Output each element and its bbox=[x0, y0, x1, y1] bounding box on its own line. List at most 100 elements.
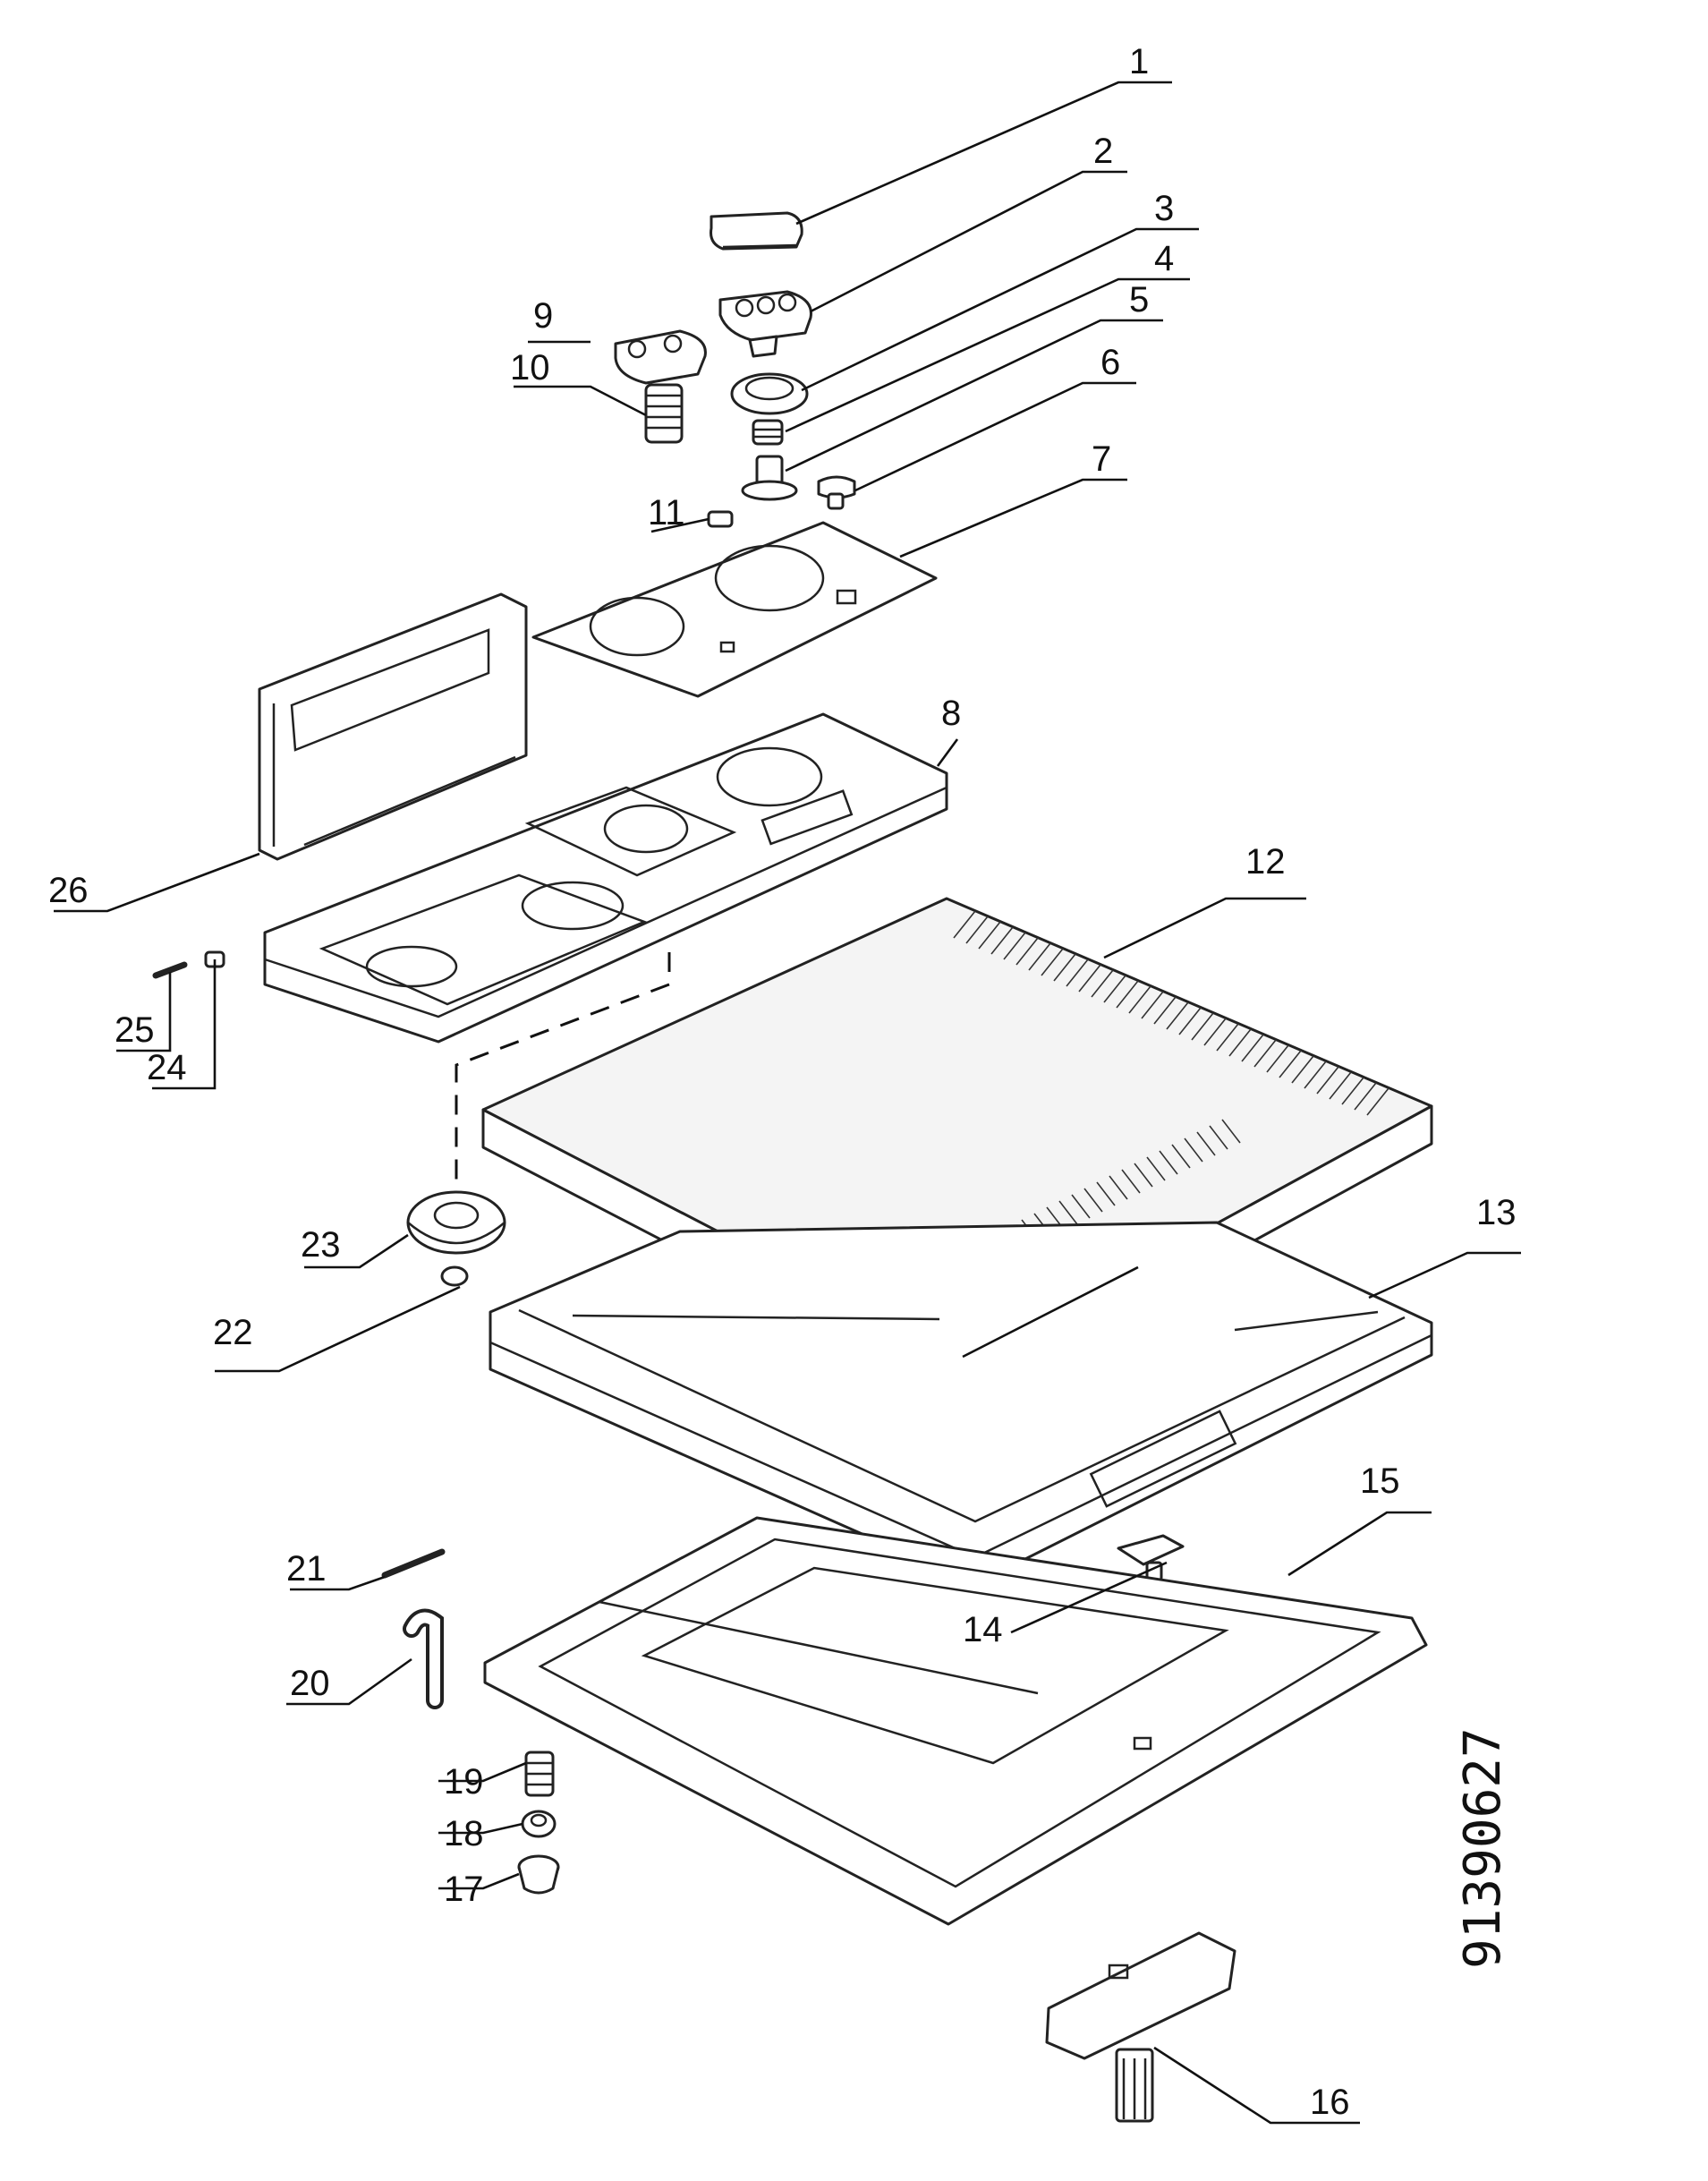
hatch-line bbox=[1103, 975, 1126, 1003]
hatch-line bbox=[1209, 1125, 1228, 1150]
hatch-line bbox=[1191, 1012, 1214, 1041]
hatch-line bbox=[1078, 964, 1101, 993]
label-16: 16 bbox=[1310, 2083, 1350, 2122]
part-4-small-spring bbox=[752, 419, 784, 446]
hatch-line bbox=[1128, 985, 1151, 1014]
hatch-line bbox=[953, 910, 976, 939]
part-2-button-housing bbox=[718, 290, 812, 358]
part-25-pin bbox=[152, 961, 188, 979]
hatch-line bbox=[1015, 937, 1039, 966]
hatch-line bbox=[1241, 1034, 1264, 1062]
hatch-line bbox=[1091, 969, 1114, 998]
part-6-foot bbox=[817, 475, 856, 510]
label-25: 25 bbox=[115, 1010, 155, 1050]
label-15: 15 bbox=[1360, 1461, 1400, 1501]
hatch-line bbox=[1291, 1055, 1314, 1084]
hatch-line bbox=[1121, 1169, 1141, 1194]
part-22-knob-cap bbox=[440, 1265, 469, 1287]
hatch-line bbox=[1221, 1119, 1241, 1144]
assembly-dashed-line bbox=[455, 952, 671, 1181]
label-14: 14 bbox=[963, 1610, 1003, 1649]
label-11: 11 bbox=[648, 493, 685, 532]
hatch-line bbox=[1316, 1066, 1339, 1095]
label-21: 21 bbox=[286, 1549, 327, 1589]
hatch-line bbox=[1341, 1077, 1364, 1105]
hatch-line bbox=[1178, 1007, 1202, 1035]
label-6: 6 bbox=[1100, 343, 1120, 382]
part-3-ring bbox=[730, 372, 809, 415]
hatch-line bbox=[1354, 1082, 1377, 1111]
hatch-line bbox=[1159, 1150, 1178, 1175]
part-13-frame bbox=[489, 1221, 1433, 1586]
part-21-rod bbox=[381, 1548, 446, 1579]
label-3: 3 bbox=[1154, 189, 1174, 228]
hatch-line bbox=[1109, 1175, 1128, 1200]
hatch-line bbox=[1279, 1050, 1302, 1078]
label-18: 18 bbox=[444, 1814, 484, 1853]
hatch-line bbox=[1228, 1028, 1252, 1057]
hatch-line bbox=[1366, 1087, 1389, 1116]
label-1: 1 bbox=[1129, 42, 1149, 81]
label-13: 13 bbox=[1476, 1193, 1517, 1232]
part-5-plunger bbox=[741, 455, 798, 501]
label-8: 8 bbox=[941, 694, 961, 733]
hatch-line bbox=[1003, 932, 1026, 960]
label-12: 12 bbox=[1245, 842, 1286, 882]
part-9-switch-housing bbox=[614, 329, 707, 385]
hatch-line bbox=[978, 921, 1001, 950]
hatch-line bbox=[965, 916, 989, 944]
hatch-line bbox=[1058, 1200, 1078, 1225]
hatch-line bbox=[1066, 958, 1089, 987]
hatch-line bbox=[1216, 1023, 1239, 1052]
hatch-line bbox=[1266, 1044, 1289, 1073]
label-5: 5 bbox=[1129, 280, 1149, 319]
callout-labels: 1 2 3 4 5 6 7 8 9 10 11 12 13 14 15 16 1… bbox=[48, 42, 1517, 2122]
label-7: 7 bbox=[1092, 439, 1111, 479]
hatch-line bbox=[1028, 942, 1051, 971]
part-1-cap bbox=[710, 211, 803, 251]
hatch-line bbox=[1096, 1181, 1116, 1206]
label-17: 17 bbox=[444, 1870, 484, 1909]
label-19: 19 bbox=[444, 1762, 484, 1802]
hatch-line bbox=[1116, 980, 1139, 1009]
part-20-hose bbox=[403, 1608, 444, 1709]
label-22: 22 bbox=[213, 1313, 253, 1352]
hatch-line bbox=[1041, 948, 1064, 976]
label-23: 23 bbox=[301, 1225, 341, 1265]
label-26: 26 bbox=[48, 871, 89, 910]
label-2: 2 bbox=[1093, 132, 1113, 171]
hatch-line bbox=[1053, 953, 1076, 982]
hatch-line bbox=[1329, 1071, 1352, 1100]
hatch-line bbox=[1166, 1001, 1189, 1030]
part-26-front-panel bbox=[258, 592, 528, 861]
part-18-ring bbox=[521, 1810, 557, 1838]
hatch-line bbox=[1146, 1156, 1166, 1181]
hatch-line bbox=[1083, 1188, 1103, 1213]
part-8-control-panel-base bbox=[263, 712, 948, 1044]
hatch-line bbox=[1134, 1163, 1153, 1188]
drawing-number: 91390627 bbox=[1454, 1727, 1512, 1969]
part-23-knob bbox=[406, 1190, 506, 1255]
part-7-cover-plate bbox=[531, 521, 938, 698]
hatch-line bbox=[1141, 991, 1164, 1019]
leader-lines bbox=[54, 81, 1521, 2125]
hatch-line bbox=[990, 926, 1014, 955]
label-9: 9 bbox=[533, 296, 553, 336]
hatch-line bbox=[1203, 1018, 1227, 1046]
hatch-line bbox=[1171, 1144, 1191, 1169]
part-15-base-frame bbox=[483, 1516, 1428, 1926]
hatch-line bbox=[1071, 1194, 1091, 1219]
part-16-hinge bbox=[1045, 1931, 1236, 2123]
part-19-spring bbox=[524, 1751, 555, 1797]
hatch-line bbox=[1196, 1131, 1216, 1156]
part-10-spring bbox=[644, 383, 684, 444]
label-10: 10 bbox=[510, 348, 550, 388]
label-20: 20 bbox=[290, 1664, 330, 1703]
hatch-line bbox=[1304, 1061, 1327, 1089]
label-4: 4 bbox=[1154, 239, 1174, 278]
part-11-clip bbox=[707, 510, 734, 528]
part-17-foot bbox=[517, 1854, 560, 1895]
label-24: 24 bbox=[147, 1048, 187, 1087]
hatch-line bbox=[1253, 1039, 1277, 1068]
